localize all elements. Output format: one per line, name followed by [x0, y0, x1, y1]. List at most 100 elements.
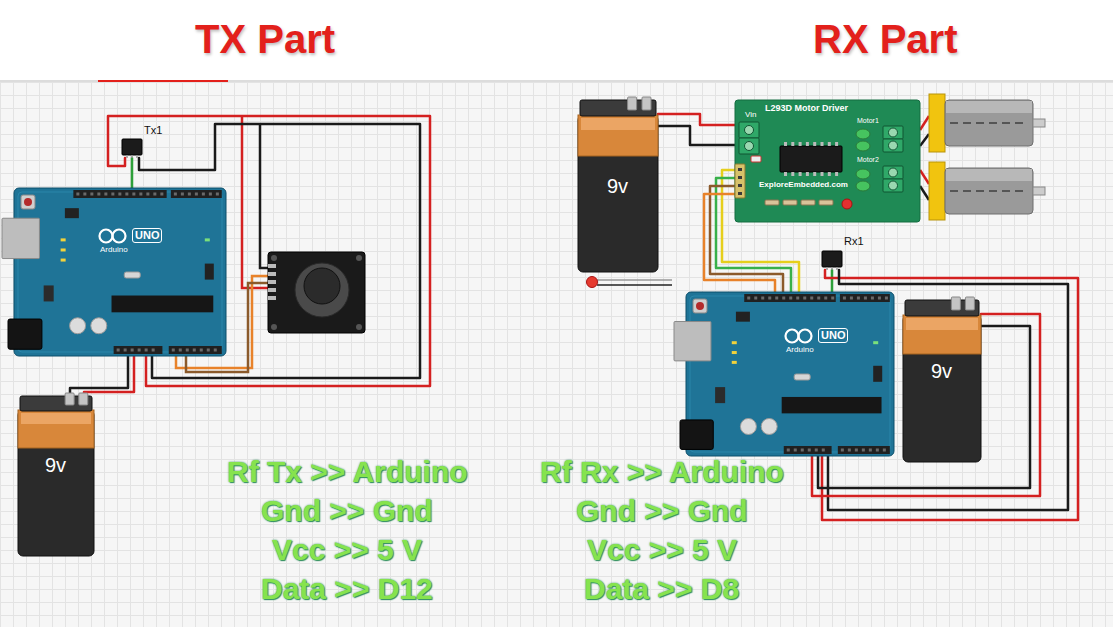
pin-hole [117, 349, 120, 352]
pin-mapping-note: Vcc >> 5 V [272, 533, 422, 568]
motor-line [950, 122, 1028, 124]
reset-button [21, 195, 35, 209]
pin-hole [152, 349, 155, 352]
status-led [61, 248, 66, 251]
pin-hole [202, 193, 205, 196]
status-led [732, 341, 737, 344]
crystal [794, 374, 810, 380]
battery-snap [79, 393, 88, 405]
resistor [765, 200, 779, 205]
battery-label [578, 115, 658, 156]
pin-header [73, 190, 166, 198]
wire [658, 114, 735, 125]
reset-cap [696, 302, 704, 310]
pin-hole [131, 349, 134, 352]
screw [889, 128, 898, 137]
jumper [751, 156, 761, 162]
rf-module [822, 251, 842, 267]
chip-pin [821, 142, 824, 146]
usb-port [2, 218, 39, 258]
pin-hole [787, 449, 790, 452]
battery-snap [951, 297, 960, 310]
pin-hole [207, 349, 210, 352]
header-pin [738, 176, 742, 179]
resistor [801, 200, 815, 205]
part-drawing [735, 100, 920, 222]
motor-driver-board: L293D Motor DriverVinMotor1Motor2Explore… [735, 100, 920, 222]
pin-mapping-note: Rf Tx >> Arduino [227, 455, 468, 490]
part-text: 9v [607, 175, 628, 198]
dc-motor [920, 162, 1045, 220]
pin-hole [796, 297, 799, 300]
indicator-led [856, 141, 870, 151]
on-led [205, 238, 210, 241]
capacitor [91, 318, 107, 334]
battery-label [18, 410, 94, 448]
icsp-header [736, 312, 750, 322]
rf-receiver: Rx1 [820, 234, 866, 270]
battery-body [578, 115, 658, 272]
screw [745, 126, 754, 135]
part-text: 9v [45, 454, 66, 477]
logo-loop [113, 230, 126, 243]
battery-snap [65, 393, 74, 405]
icsp-header [205, 264, 214, 280]
pin-hole [883, 449, 886, 452]
pin-hole [794, 449, 797, 452]
chip-pin [828, 142, 831, 146]
wire [831, 270, 834, 292]
pin-hole [815, 449, 818, 452]
crystal [124, 272, 140, 278]
pin-hole [138, 349, 141, 352]
driver-chip [780, 146, 842, 172]
pin-hole [125, 193, 128, 196]
pin-hole [200, 349, 203, 352]
battery-snap [628, 97, 637, 110]
screw-terminal [739, 122, 759, 138]
chip-pin [828, 172, 831, 176]
pin-hole [209, 193, 212, 196]
pin-hole [179, 349, 182, 352]
chip-pin [784, 172, 787, 176]
wire [920, 186, 929, 200]
battery-label [903, 315, 981, 354]
led-lead [597, 284, 672, 286]
gearbox [929, 94, 945, 152]
joystick-board [268, 252, 365, 333]
pin-hole [862, 449, 865, 452]
module-pin [126, 155, 128, 158]
pin-hole [803, 297, 806, 300]
motor-shaft [1033, 119, 1045, 127]
dc-motor [920, 94, 1045, 152]
pin-hole [857, 297, 860, 300]
mount-hole [356, 255, 362, 261]
pin-header [840, 294, 890, 302]
pin-header [838, 446, 890, 454]
pin-hole [810, 297, 813, 300]
underline [98, 80, 228, 82]
battery-shine [906, 318, 978, 330]
gearbox [929, 162, 945, 220]
header-pin [738, 184, 742, 187]
pin-hole [801, 449, 804, 452]
module-pin [131, 155, 133, 158]
power-jack [680, 420, 713, 450]
pin-hole [761, 297, 764, 300]
capacitor [740, 418, 756, 434]
pin-hole [111, 193, 114, 196]
pin-mapping-note: Data >> D12 [261, 572, 433, 607]
screw-terminal [883, 179, 903, 192]
motor-shine [946, 169, 1032, 181]
pin-hole [885, 297, 888, 300]
chip-pin [806, 142, 809, 146]
pin-hole [188, 193, 191, 196]
pin [268, 264, 276, 268]
part-drawing [686, 292, 894, 456]
resistor [819, 200, 833, 205]
pin-hole [822, 449, 825, 452]
indicator-led [856, 129, 870, 139]
part-text: L293D Motor Driver [765, 103, 848, 113]
pin-hole [754, 297, 757, 300]
pin [268, 280, 276, 284]
battery-snap [642, 97, 651, 110]
